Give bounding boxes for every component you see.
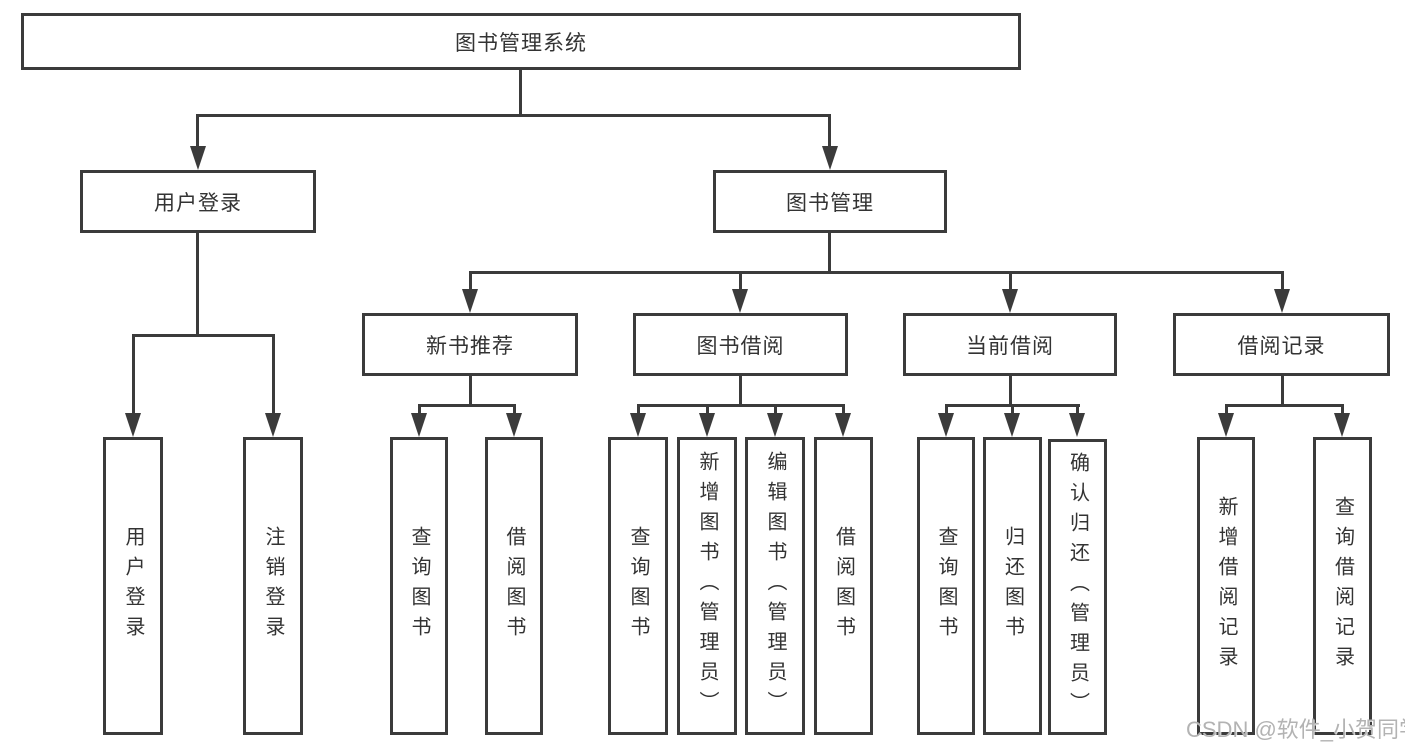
node-leaf-query-book-borrowing: 查询图书 <box>608 437 668 735</box>
arrow-down-icon <box>125 413 141 437</box>
arrow-down-icon <box>265 413 281 437</box>
arrow-down-icon <box>1218 413 1234 437</box>
node-label: 确认归还（管理员） <box>1066 452 1089 722</box>
connector-line <box>519 69 522 115</box>
node-label: 图书管理 <box>786 191 874 215</box>
node-label: 归还图书 <box>1001 526 1024 646</box>
node-label: 新增图书（管理员） <box>696 451 718 721</box>
node-label: 借阅记录 <box>1237 334 1326 358</box>
connector-line <box>828 232 831 274</box>
node-book-management: 图书管理 <box>713 170 947 233</box>
arrow-down-icon <box>462 289 478 313</box>
node-label: 用户登录 <box>122 526 144 646</box>
connector-line <box>469 271 472 291</box>
node-leaf-return-book: 归还图书 <box>983 437 1042 735</box>
arrow-down-icon <box>411 413 427 437</box>
arrow-down-icon <box>699 413 715 437</box>
node-label: 查询借阅记录 <box>1331 496 1354 676</box>
connector-line <box>469 374 472 406</box>
arrow-down-icon <box>1069 413 1085 437</box>
node-leaf-borrow-book: 借阅图书 <box>814 437 873 735</box>
arrow-down-icon <box>938 413 954 437</box>
connector-line <box>828 114 831 148</box>
connector-line <box>1225 404 1344 407</box>
node-label: 注销登录 <box>262 526 284 646</box>
watermark: CSDN @软件_小贺同学 <box>1186 717 1405 742</box>
arrow-down-icon <box>1334 413 1350 437</box>
node-new-book-recommend: 新书推荐 <box>362 313 578 376</box>
node-label: 用户登录 <box>154 191 242 215</box>
arrow-down-icon <box>1004 413 1020 437</box>
arrow-down-icon <box>190 146 206 170</box>
connector-line <box>1011 404 1014 416</box>
node-library-management-system: 图书管理系统 <box>21 13 1021 70</box>
node-label: 图书借阅 <box>696 334 785 358</box>
arrow-down-icon <box>506 413 522 437</box>
node-leaf-query-borrow-record: 查询借阅记录 <box>1313 437 1372 735</box>
connector-line <box>469 271 1283 274</box>
connector-line <box>197 114 831 117</box>
connector-line <box>1341 404 1344 416</box>
node-label: 当前借阅 <box>966 334 1054 358</box>
connector-line <box>637 404 845 407</box>
connector-line <box>945 404 948 416</box>
connector-line <box>1281 374 1284 406</box>
arrow-down-icon <box>822 146 838 170</box>
node-leaf-edit-book-admin: 编辑图书（管理员） <box>745 437 805 735</box>
connector-line <box>1009 374 1012 406</box>
node-current-borrowing: 当前借阅 <box>903 313 1117 376</box>
connector-line <box>1009 271 1012 291</box>
node-leaf-add-book-admin: 新增图书（管理员） <box>677 437 737 735</box>
connector-line <box>842 404 845 416</box>
connector-line <box>132 334 275 337</box>
node-label: 图书管理系统 <box>455 31 587 55</box>
connector-line <box>513 404 516 416</box>
connector-line <box>196 232 199 336</box>
node-borrowing-records: 借阅记录 <box>1173 313 1390 376</box>
arrow-down-icon <box>1274 289 1290 313</box>
connector-line <box>418 404 421 416</box>
connector-line <box>774 404 777 416</box>
arrow-down-icon <box>835 413 851 437</box>
node-label: 查询图书 <box>935 526 957 646</box>
connector-line <box>1076 404 1079 416</box>
node-label: 查询图书 <box>627 526 649 646</box>
node-leaf-query-book-current: 查询图书 <box>917 437 975 735</box>
node-label: 新增借阅记录 <box>1215 496 1237 676</box>
node-label: 查询图书 <box>408 526 430 646</box>
node-label: 新书推荐 <box>426 334 514 358</box>
node-label: 借阅图书 <box>832 526 855 646</box>
connector-line <box>739 271 742 291</box>
arrow-down-icon <box>630 413 646 437</box>
node-user-login: 用户登录 <box>80 170 316 233</box>
arrow-down-icon <box>732 289 748 313</box>
node-label: 编辑图书（管理员） <box>764 451 786 721</box>
node-leaf-add-borrow-record: 新增借阅记录 <box>1197 437 1255 735</box>
connector-line <box>132 334 135 415</box>
node-leaf-borrow-book-recommend: 借阅图书 <box>485 437 543 735</box>
connector-line <box>637 404 640 416</box>
connector-line <box>272 334 275 415</box>
connector-line <box>418 404 516 407</box>
node-label: 借阅图书 <box>503 526 525 646</box>
node-leaf-query-book-recommend: 查询图书 <box>390 437 448 735</box>
arrow-down-icon <box>767 413 783 437</box>
node-leaf-user-login: 用户登录 <box>103 437 163 735</box>
connector-line <box>739 374 742 406</box>
node-leaf-confirm-return-admin: 确认归还（管理员） <box>1048 439 1107 735</box>
connector-line <box>1281 271 1284 291</box>
connector-line <box>1225 404 1228 416</box>
connector-line <box>196 114 199 148</box>
node-leaf-logout: 注销登录 <box>243 437 303 735</box>
node-book-borrowing: 图书借阅 <box>633 313 848 376</box>
connector-line <box>706 404 709 416</box>
arrow-down-icon <box>1002 289 1018 313</box>
